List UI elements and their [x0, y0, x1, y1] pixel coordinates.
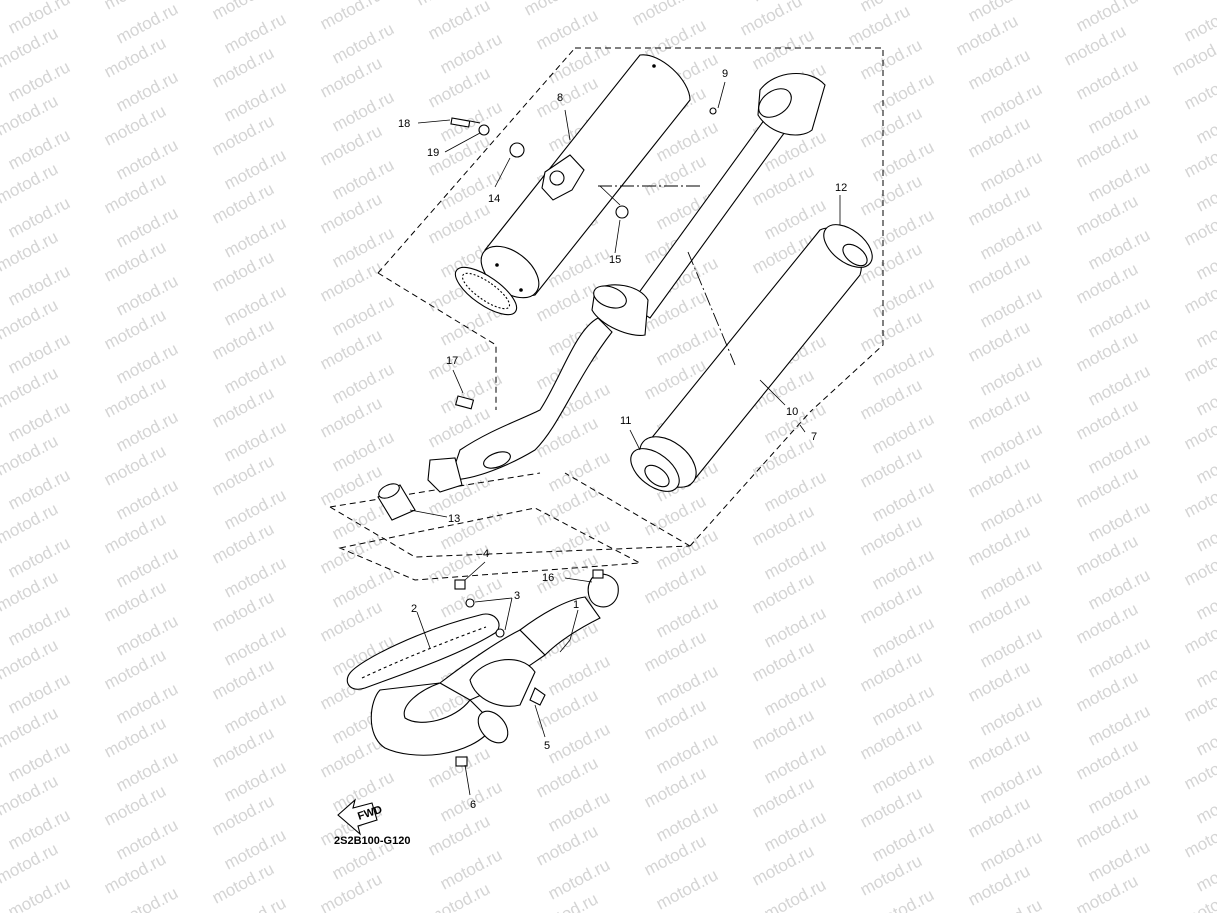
assembly-lines — [598, 185, 736, 366]
callout-15: 15 — [609, 254, 621, 266]
fasteners — [450, 107, 717, 767]
callout-10: 10 — [786, 406, 798, 418]
callout-1: 1 — [573, 599, 579, 611]
tailpipe — [591, 73, 826, 336]
sleeve-part-13 — [377, 483, 416, 521]
callout-2: 2 — [411, 603, 417, 615]
callout-14: 14 — [488, 193, 500, 205]
callout-13: 13 — [448, 513, 460, 525]
callout-19: 19 — [427, 147, 439, 159]
callout-18: 18 — [398, 118, 410, 130]
watermark-text: motod.ru — [1181, 0, 1217, 46]
protector-part-2 — [346, 613, 500, 690]
gasket-part-12 — [823, 224, 873, 268]
diagram-code: 2S2B100-G120 — [334, 835, 410, 847]
gasket-part-11 — [630, 448, 680, 492]
callout-9: 9 — [722, 68, 728, 80]
callout-11: 11 — [620, 415, 631, 427]
exhaust-pipe-part-1 — [370, 596, 601, 756]
callout-3: 3 — [514, 590, 520, 602]
group-outlines — [329, 47, 884, 581]
silencer-outline — [329, 472, 691, 558]
callout-labels: 1 2 3 4 5 6 7 8 9 10 11 12 13 14 15 16 1… — [398, 68, 847, 811]
clamp-part-16 — [587, 569, 619, 608]
forward-arrow: FWD — [337, 798, 384, 836]
callout-17: 17 — [446, 355, 458, 367]
mid-pipe — [427, 317, 613, 493]
leader-lines — [409, 81, 841, 796]
callout-7: 7 — [811, 431, 817, 443]
callout-12: 12 — [835, 182, 847, 194]
callout-16: 16 — [542, 572, 554, 584]
callout-4: 4 — [483, 548, 489, 560]
gasket-outline — [338, 507, 642, 581]
callout-5: 5 — [544, 740, 550, 752]
callout-8: 8 — [557, 92, 563, 104]
callout-6: 6 — [470, 799, 476, 811]
end-ring — [454, 266, 518, 316]
